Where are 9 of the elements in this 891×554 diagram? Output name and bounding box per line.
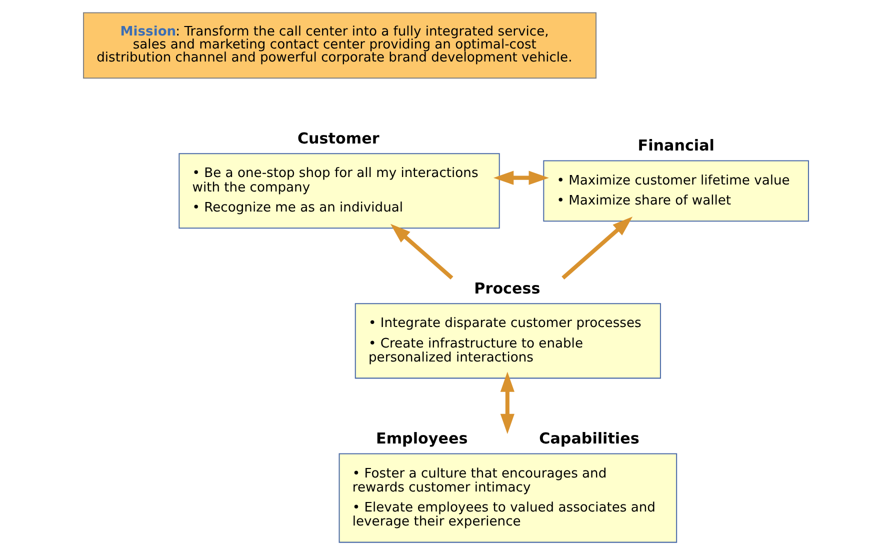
arrow bbox=[390, 224, 454, 280]
node-label: Process bbox=[474, 280, 540, 298]
arrow bbox=[562, 216, 633, 280]
node-label: Financial bbox=[638, 136, 714, 155]
arrow bbox=[500, 372, 514, 434]
node-label: Capabilities bbox=[539, 430, 640, 448]
arrow bbox=[493, 170, 549, 185]
node-label: Customer bbox=[297, 130, 380, 148]
node-label: Employees bbox=[376, 430, 468, 448]
